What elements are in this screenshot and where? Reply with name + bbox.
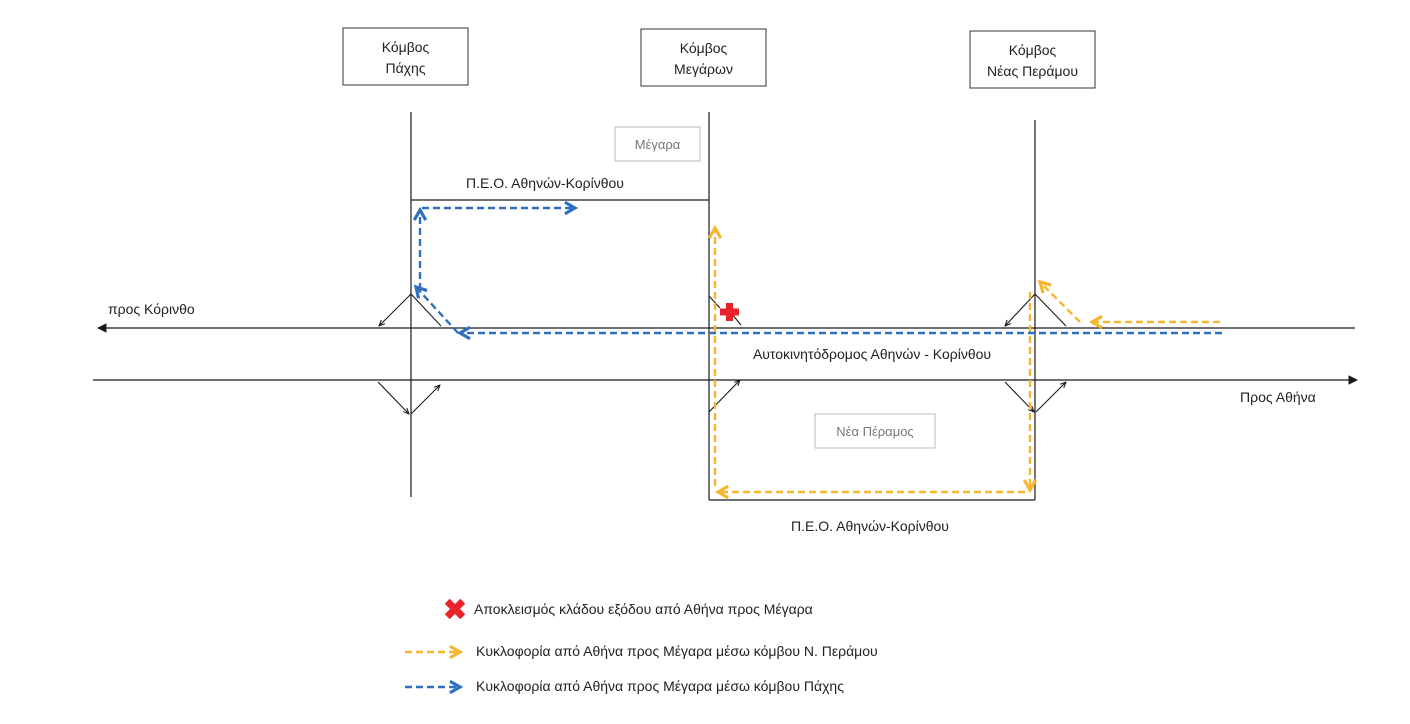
town-box-nea-peramos: Νέα Πέραμος — [814, 413, 936, 449]
node-pachi-line1: Κόμβος — [382, 39, 430, 55]
legend-closure-text: Αποκλεισμός κλάδου εξόδου από Αθήνα προς… — [474, 601, 813, 617]
legend-orange-text: Κυκλοφορία από Αθήνα προς Μέγαρα μέσω κό… — [476, 643, 878, 659]
to-corinth-label: προς Κόρινθο — [108, 301, 195, 317]
town-nea-peramos-label: Νέα Πέραμος — [836, 424, 913, 439]
ramps-nea-peramos — [1005, 293, 1066, 412]
town-megara-label: Μέγαρα — [635, 137, 681, 152]
node-box-nea-peramos: Κόμβος Νέας Περάμου — [969, 30, 1096, 89]
node-nea-peramos-line1: Κόμβος — [1009, 42, 1057, 58]
blue-route — [416, 208, 1222, 333]
legend-item-blue-route: Κυκλοφορία από Αθήνα προς Μέγαρα μέσω κό… — [405, 678, 844, 694]
motorway-label: Αυτοκινητόδρομος Αθηνών - Κορίνθου — [753, 346, 991, 362]
to-athens-label: Προς Αθήνα — [1240, 389, 1316, 405]
red-cross-icon — [444, 598, 466, 620]
legend: Αποκλεισμός κλάδου εξόδου από Αθήνα προς… — [405, 598, 878, 694]
node-pachi-line2: Πάχης — [385, 60, 425, 76]
node-megara-line1: Κόμβος — [680, 40, 728, 56]
legend-blue-text: Κυκλοφορία από Αθήνα προς Μέγαρα μέσω κό… — [476, 678, 844, 694]
peo-top-label: Π.Ε.Ο. Αθηνών-Κορίνθου — [466, 175, 624, 191]
node-nea-peramos-line2: Νέας Περάμου — [987, 63, 1078, 79]
closure-cross-icon — [720, 303, 739, 321]
node-box-megara: Κόμβος Μεγάρων — [640, 28, 767, 87]
legend-item-closure: Αποκλεισμός κλάδου εξόδου από Αθήνα προς… — [444, 598, 813, 620]
legend-item-orange-route: Κυκλοφορία από Αθήνα προς Μέγαρα μέσω κό… — [405, 643, 878, 659]
orange-route — [715, 228, 1220, 492]
node-megara-line2: Μεγάρων — [674, 61, 733, 77]
town-box-megara: Μέγαρα — [614, 126, 701, 162]
peo-bottom-label: Π.Ε.Ο. Αθηνών-Κορίνθου — [791, 518, 949, 534]
ramps-pachi — [377, 293, 442, 414]
node-box-pachi: Κόμβος Πάχης — [342, 27, 469, 86]
